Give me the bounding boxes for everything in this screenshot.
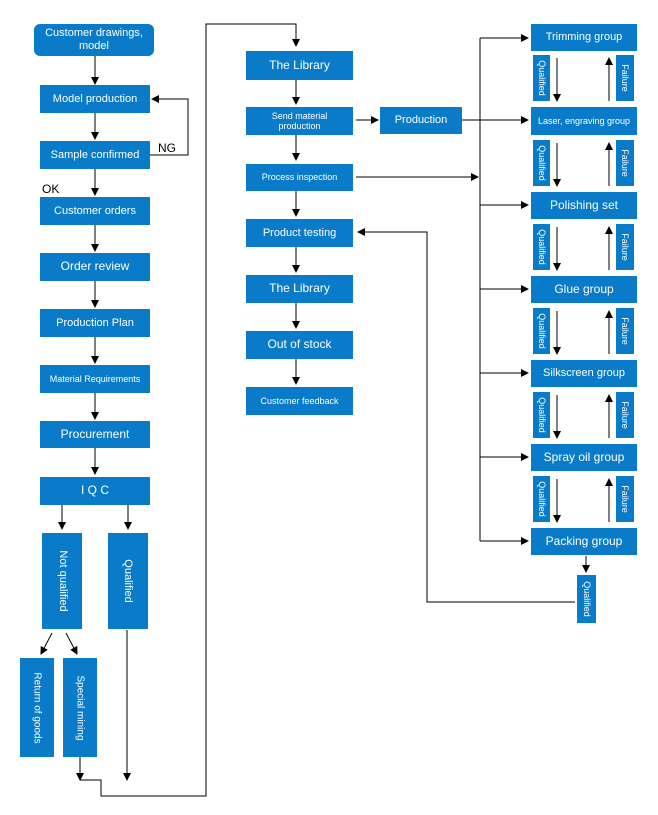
not-qualified-box: Not qualified [42,533,82,629]
special-mining-label: Special mining [74,674,86,741]
failure-side-label: Failure [620,64,630,92]
library-box-2: The Library [246,275,353,303]
qualified-side-box: Qualified [533,55,550,101]
product-testing-label: Product testing [262,226,337,239]
not-qualified-label: Not qualified [56,550,69,612]
packing-group-box: Packing group [531,528,637,555]
qualified-box: Qualified [108,533,148,629]
out-of-stock-label: Out of stock [267,337,332,352]
order-review-label: Order review [60,259,130,274]
library-box-1: The Library [246,51,353,80]
return-of-goods-box: Return of goods [20,658,54,757]
qualified-side-box: Qualified [533,392,550,438]
failure-side-label: Failure [620,149,630,177]
qualified-side-box: Qualified [533,224,550,270]
procurement-box: Procurement [40,421,150,448]
product-testing-box: Product testing [246,219,353,247]
qualified-side-label: Qualified [536,229,547,265]
special-mining-box: Special mining [63,658,97,757]
final-qualified-box: Qualified [577,575,596,623]
qualified-side-box: Qualified [533,476,550,522]
trimming-group-label: Trimming group [545,31,623,44]
silkscreen-group-box: Silkscreen group [531,360,637,387]
customer-orders-box: Customer orders [40,197,150,225]
qualified-label: Qualified [122,559,134,603]
laser-engraving-group-box: Laser, engraving group [531,107,637,135]
failure-side-box: Failure [616,140,634,186]
failure-side-label: Failure [620,401,630,429]
qualified-side-label: Qualified [536,481,547,517]
customer-drawings-box: Customer drawings, model [34,24,154,56]
ng-label: NG [158,141,176,155]
qualified-side-label: Qualified [536,313,547,349]
customer-orders-label: Customer orders [54,204,136,217]
failure-side-label: Failure [620,233,630,261]
send-material-box: Send material production [246,107,353,135]
return-of-goods-label: Return of goods [31,671,43,744]
spray-oil-group-label: Spray oil group [543,449,625,464]
out-of-stock-box: Out of stock [246,331,353,359]
qualified-side-label: Qualified [536,60,547,96]
customer-feedback-label: Customer feedback [260,395,339,406]
glue-group-label: Glue group [554,281,614,296]
failure-side-box: Failure [616,476,634,522]
packing-group-label: Packing group [545,533,623,548]
silkscreen-group-label: Silkscreen group [543,367,625,380]
failure-side-box: Failure [616,392,634,438]
failure-side-box: Failure [616,308,634,354]
polishing-set-box: Polishing set [531,192,637,219]
qualified-side-label: Qualified [536,145,547,181]
production-box: Production [380,107,462,134]
final-qualified-label: Qualified [581,581,592,617]
process-inspection-label: Process inspection [261,172,338,183]
customer-feedback-box: Customer feedback [246,387,353,415]
customer-drawings-label: Customer drawings, model [45,27,143,52]
material-requirements-box: Material Requirements [40,365,150,393]
library-label-2: The Library [269,281,330,296]
procurement-label: Procurement [60,426,130,441]
failure-side-label: Failure [620,317,630,345]
qualified-side-label: Qualified [536,397,547,433]
glue-group-box: Glue group [531,276,637,303]
iqc-box: I Q C [40,477,150,505]
production-plan-label: Production Plan [56,316,134,329]
failure-side-box: Failure [616,55,634,101]
send-material-label: Send material production [271,110,328,131]
spray-oil-group-box: Spray oil group [531,444,637,471]
sample-confirmed-label: Sample confirmed [50,148,140,161]
production-plan-box: Production Plan [40,309,150,337]
sample-confirmed-box: Sample confirmed [40,141,150,169]
failure-side-box: Failure [616,224,634,270]
process-inspection-box: Process inspection [246,164,353,191]
iqc-label: I Q C [80,483,109,498]
qualified-side-box: Qualified [533,308,550,354]
library-label-1: The Library [269,57,330,72]
ok-label: OK [42,182,60,196]
material-requirements-label: Material Requirements [49,373,141,384]
polishing-set-label: Polishing set [549,197,619,212]
laser-engraving-group-label: Laser, engraving group [537,115,631,126]
production-label: Production [394,114,448,127]
failure-side-label: Failure [620,485,630,513]
model-production-box: Model production [40,85,150,113]
order-review-box: Order review [40,253,150,281]
model-production-label: Model production [52,92,138,105]
qualified-side-box: Qualified [533,140,550,186]
trimming-group-box: Trimming group [531,24,637,51]
